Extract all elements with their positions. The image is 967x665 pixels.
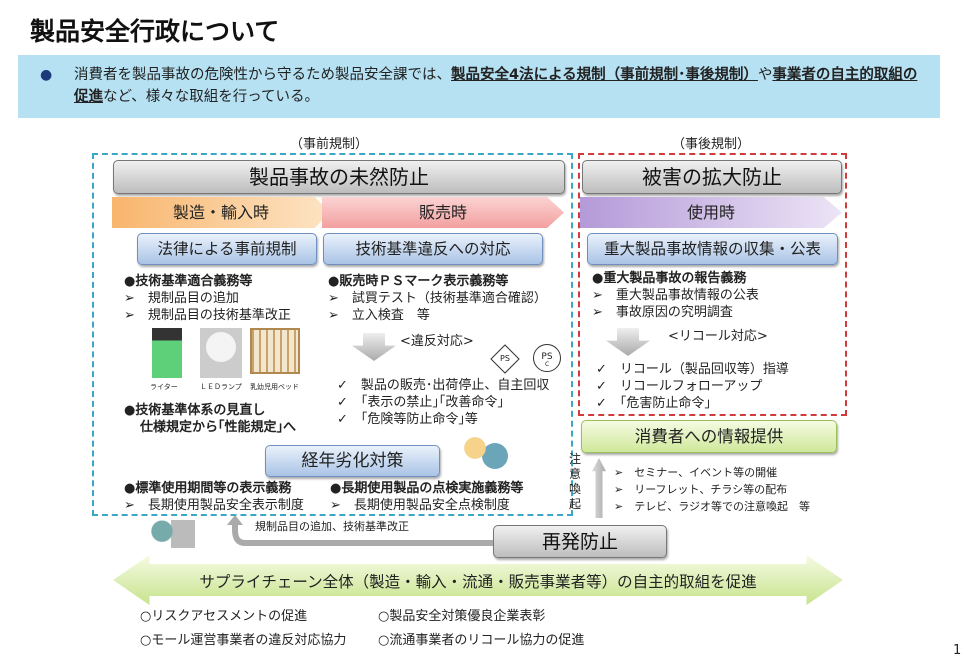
violation-response-box: 技術基準違反への対応 — [323, 233, 543, 265]
pre-regulation-label: （事前規制） — [290, 137, 369, 152]
list-item: ➢ 試買テスト（技術基準適合確認） — [328, 291, 547, 306]
ps-diamond-mark-icon: PS — [490, 344, 520, 374]
recurrence-prevention-box: 再発防止 — [493, 525, 667, 558]
heading: ●技術基準適合義務等 — [124, 274, 253, 289]
list-item: ➢ 規制品目の追加 — [124, 291, 239, 306]
list-item: ➢ リーフレット、チラシ等の配布 — [614, 483, 788, 496]
summary-banner: ● 消費者を製品事故の危険性から守るため製品安全課では、製品安全4法による規制（… — [18, 55, 940, 118]
crib-image — [250, 328, 300, 374]
page-number: 1 — [953, 643, 962, 658]
band-manufacture-import: 製造・輸入時 — [112, 197, 330, 228]
bullet-icon: ● — [40, 67, 53, 83]
damage-header: 被害の拡大防止 — [582, 160, 842, 194]
caution-vertical-text: 注意喚起 — [569, 452, 582, 511]
summary-text: 消費者を製品事故の危険性から守るため製品安全課では、製品安全4法による規制（事前… — [74, 67, 918, 105]
lighter-image — [152, 328, 182, 378]
list-item: ➢ 長期使用製品安全表示制度 — [124, 498, 304, 513]
image-caption: ＬＥＤランプ — [200, 383, 242, 391]
check-item: ✓ 製品の販売･出荷停止、自主回収 — [337, 378, 550, 393]
list-item: ➢ セミナー、イベント等の開催 — [614, 466, 778, 479]
list-item: ➢ 重大製品事故情報の公表 — [592, 288, 759, 303]
band-sales: 販売時 — [322, 197, 564, 228]
heading: ●販売時ＰＳマーク表示義務等 — [328, 274, 509, 289]
check-item: ✓ リコールフォローアップ — [596, 379, 763, 394]
heading: ●長期使用製品の点検実施義務等 — [330, 481, 524, 496]
list-item: ○リスクアセスメントの促進 — [140, 609, 308, 624]
inspection-illustration — [460, 432, 510, 472]
recall-label: <リコール対応> — [668, 329, 768, 344]
violation-label: <違反対応> — [400, 334, 474, 349]
accident-info-box: 重大製品事故情報の収集・公表 — [587, 233, 838, 265]
feedback-arrow-icon — [227, 515, 493, 546]
post-regulation-label: （事後規制） — [672, 137, 751, 152]
check-item: ✓ ｢表示の禁止｣｢改善命令｣ — [337, 395, 504, 410]
list-item: ➢ 長期使用製品安全点検制度 — [330, 498, 510, 513]
check-item: ✓ ｢危険等防止命令｣等 — [337, 412, 478, 427]
consumer-info-box: 消費者への情報提供 — [581, 420, 837, 453]
band-use: 使用時 — [580, 197, 842, 228]
led-lamp-image — [200, 328, 242, 378]
heading: ●重大製品事故の報告義務 — [592, 271, 747, 286]
legal-pre-regulation-box: 法律による事前規制 — [137, 233, 317, 265]
supply-chain-text: サプライチェーン全体（製造・輸入・流通・販売事業者等）の自主的取組を促進 — [199, 573, 757, 591]
heading: ●標準使用期間等の表示義務 — [124, 481, 292, 496]
list-item: ○製品安全対策優良企業表彰 — [378, 609, 546, 624]
post-regulation-frame — [578, 153, 847, 416]
list-item: ➢ 規制品目の技術基準改正 — [124, 308, 291, 323]
list-item: ○モール運営事業者の違反対応協力 — [140, 633, 347, 648]
list-item: ○流通事業者のリコール協力の促進 — [378, 633, 585, 648]
list-item: ➢ 立入検査 等 — [328, 308, 430, 323]
heading: ●技術基準体系の見直し — [124, 403, 266, 418]
page-title: 製品安全行政について — [30, 17, 280, 46]
appliance-illustration — [150, 520, 210, 548]
pre-regulation-frame — [92, 153, 573, 516]
check-item: ✓ リコール（製品回収等）指導 — [596, 362, 789, 377]
prevention-header: 製品事故の未然防止 — [113, 160, 565, 194]
up-arrow-icon — [592, 458, 606, 518]
check-item: ✓ ｢危害防止命令｣ — [596, 396, 711, 411]
list-item: ➢ 事故原因の究明調査 — [592, 305, 733, 320]
subheading: 仕様規定から｢性能規定｣へ — [140, 420, 297, 435]
list-item: ➢ テレビ、ラジオ等での注意喚起 等 — [614, 500, 810, 513]
feedback-label: 規制品目の追加、技術基準改正 — [255, 520, 409, 533]
aging-measures-box: 経年劣化対策 — [265, 445, 440, 477]
image-caption: ライター — [150, 383, 178, 391]
image-caption: 乳幼児用ベッド — [250, 383, 299, 391]
